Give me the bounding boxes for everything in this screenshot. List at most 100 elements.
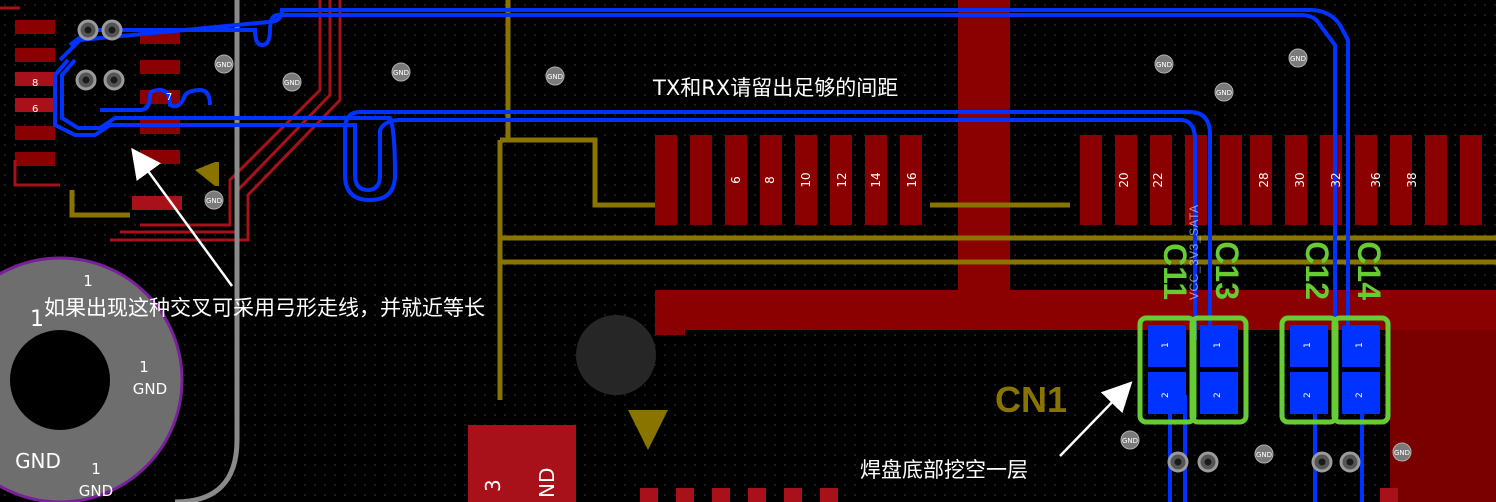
edge-pad	[900, 135, 922, 225]
pin-number-12: 12	[835, 172, 849, 187]
crossing-arrow	[131, 147, 234, 287]
pin-number-36: 36	[1369, 172, 1383, 187]
edge-pad	[1355, 135, 1377, 225]
hole-right-one: 1	[139, 358, 149, 376]
via-hole	[82, 76, 90, 84]
left-pin-7: 7	[166, 92, 172, 103]
hole-right-gnd: GND	[133, 380, 167, 398]
edge-pad	[1115, 135, 1137, 225]
pin-number-10: 10	[799, 172, 813, 187]
bottom-pads	[640, 488, 1398, 502]
pad-number: 1	[1355, 342, 1365, 348]
pad-number: 2	[1355, 392, 1365, 398]
gnd-via-label: GND	[1216, 89, 1232, 97]
edge-pad	[1150, 135, 1172, 225]
pin-number-38: 38	[1405, 172, 1419, 187]
left-pin-8: 8	[32, 78, 38, 89]
gnd-via-label: GND	[206, 197, 222, 205]
via-hole	[110, 76, 118, 84]
hole-bottom-gnd-2: GND	[79, 482, 113, 500]
pin-number-28: 28	[1257, 172, 1271, 187]
pad-number: 2	[1303, 392, 1313, 398]
copper-pours	[468, 0, 1496, 502]
gnd-via-label: GND	[1156, 61, 1172, 69]
gnd-via	[545, 66, 565, 86]
pad-arrow	[1059, 381, 1133, 457]
annotation-arrows	[131, 147, 1133, 457]
pin-number-32: 32	[1329, 172, 1343, 187]
left-pin-6: 6	[32, 104, 38, 115]
vcc-net-label: VCC_3V3_SATA	[1187, 204, 1201, 300]
tx-rx-spacing-note: TX和RX请留出足够的间距	[653, 76, 899, 100]
edge-pad	[830, 135, 852, 225]
pin-number-6: 6	[729, 176, 743, 184]
gnd-via	[1214, 82, 1234, 102]
via-hole	[84, 26, 92, 34]
pad-number: 1	[1303, 342, 1313, 348]
edge-pad	[1250, 135, 1272, 225]
edge-pad	[1080, 135, 1102, 225]
capacitor-pads	[1148, 325, 1380, 414]
gnd-via-label: GND	[216, 61, 232, 69]
gnd-via	[1154, 54, 1174, 74]
edge-pad	[725, 135, 747, 225]
via-hole	[1346, 458, 1354, 466]
gnd-via	[1288, 48, 1308, 68]
pad-number: 2	[1161, 392, 1171, 398]
capacitor-silkscreen	[1137, 315, 1391, 425]
hole-top-one: 1	[83, 272, 93, 290]
pin-number-14: 14	[869, 172, 883, 187]
partial-label-nd: ND	[535, 468, 559, 498]
gnd-via-label: GND	[393, 69, 409, 77]
edge-pad	[1390, 135, 1412, 225]
edge-pad	[1220, 135, 1242, 225]
pin-number-30: 30	[1293, 172, 1307, 187]
edge-pad	[760, 135, 782, 225]
edge-pad	[1460, 135, 1482, 225]
pad-number: 1	[1161, 342, 1171, 348]
via-hole	[1204, 458, 1212, 466]
gnd-via	[282, 72, 302, 92]
gnd-via-label: GND	[284, 79, 300, 87]
cap-c14-label: C14	[1351, 241, 1387, 300]
edge-pad	[690, 135, 712, 225]
gnd-via	[391, 62, 411, 82]
hole-bottom-gnd: GND	[15, 449, 61, 473]
gnd-via-label: GND	[1122, 437, 1138, 445]
edge-pad	[655, 135, 677, 225]
hole-bottom-one: 1	[91, 460, 101, 478]
cap-c11-label: C11	[1157, 243, 1193, 300]
pin-number-8: 8	[763, 176, 777, 184]
gnd-via-label: GND	[1394, 449, 1410, 457]
cn1-designator: CN1	[995, 379, 1067, 420]
via-hole	[1318, 458, 1326, 466]
edge-pad	[1425, 135, 1447, 225]
direction-triangle	[628, 410, 668, 450]
gnd-via	[204, 190, 224, 210]
gnd-via	[1254, 444, 1274, 464]
gnd-via	[1392, 442, 1412, 462]
fiducial	[576, 315, 656, 395]
gnd-via-label: GND	[1256, 451, 1272, 459]
pin-number-22: 22	[1151, 172, 1165, 187]
cap-c12-label: C12	[1299, 241, 1335, 300]
connector-pads-top	[655, 135, 1482, 225]
via-hole	[108, 26, 116, 34]
gnd-via-label: GND	[547, 73, 563, 81]
via-layer: GND GND GND GND GND GND GND GND GND GND GND	[75, 19, 1412, 473]
edge-pad	[1285, 135, 1307, 225]
pad-cutout-note: 焊盘底部挖空一层	[860, 458, 1028, 482]
gnd-via	[214, 54, 234, 74]
blue-signal-traces	[53, 8, 1364, 502]
board-outline	[0, 0, 656, 502]
gnd-via-label: GND	[1290, 55, 1306, 63]
cap-c13-label: C13	[1209, 241, 1245, 300]
pin-number-16: 16	[905, 172, 919, 187]
hole-main-one: 1	[30, 307, 44, 332]
edge-pad	[865, 135, 887, 225]
pad-number: 1	[1213, 342, 1223, 348]
left-chip-pads	[15, 20, 219, 210]
gnd-via	[1120, 430, 1140, 450]
